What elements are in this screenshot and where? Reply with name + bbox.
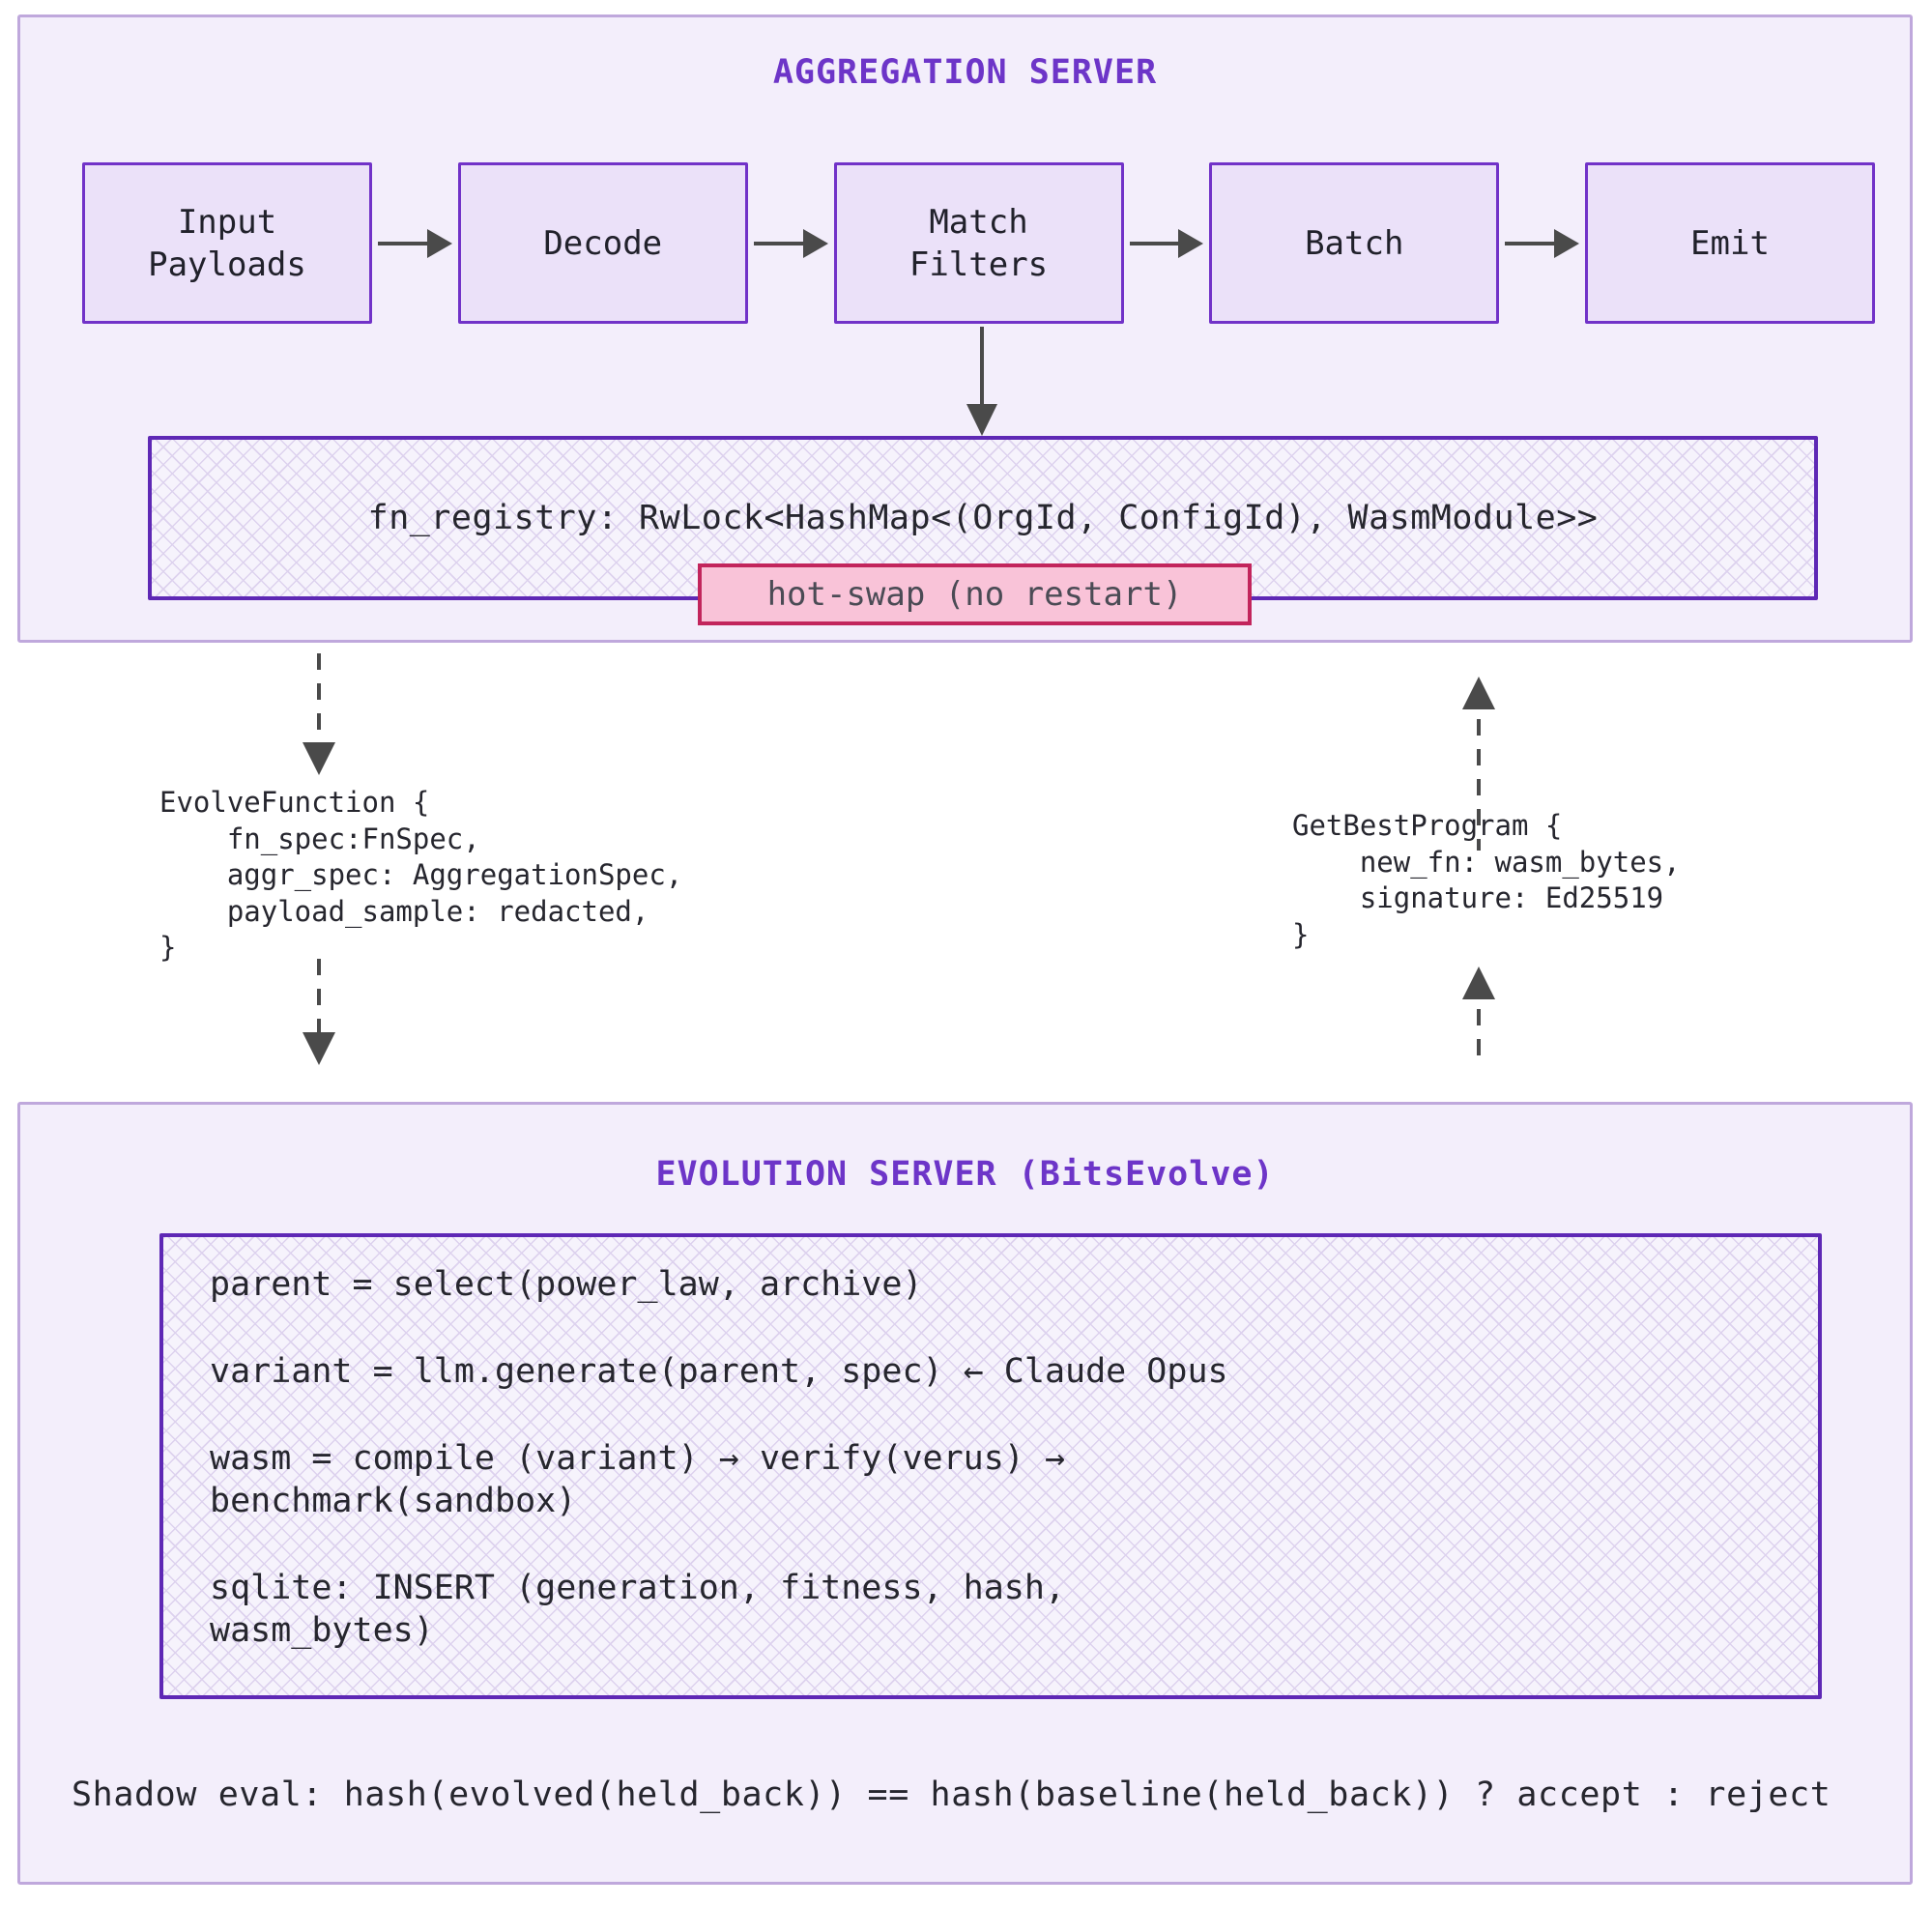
hot-swap-badge: hot-swap (no restart) bbox=[698, 563, 1252, 625]
arrow-down-icon bbox=[303, 1032, 335, 1065]
shadow-eval-note: Shadow eval: hash(evolved(held_back)) ==… bbox=[72, 1775, 1831, 1814]
aggregation-server-panel: AGGREGATION SERVER Input Payloads Decode… bbox=[17, 14, 1913, 643]
stage-batch: Batch bbox=[1209, 162, 1500, 324]
fn-registry-label: fn_registry: RwLock<HashMap<(OrgId, Conf… bbox=[367, 499, 1599, 537]
flow-arrow-1 bbox=[372, 228, 458, 258]
stage-decode: Decode bbox=[457, 162, 748, 324]
arrow-down-icon bbox=[966, 404, 997, 436]
arrow-right-icon bbox=[1554, 228, 1579, 258]
code-statement-compile-verify-benchmark: wasm = compile (variant) → verify(verus)… bbox=[210, 1439, 1066, 1520]
flow-arrow-3 bbox=[1124, 228, 1210, 258]
arrow-shaft bbox=[378, 241, 427, 245]
evolve-function-message: EvolveFunction { fn_spec:FnSpec, aggr_sp… bbox=[159, 786, 683, 964]
arrow-down-icon bbox=[303, 742, 335, 775]
code-statement-parent-select: parent = select(power_law, archive) bbox=[210, 1265, 923, 1304]
arrow-right-icon bbox=[802, 228, 828, 258]
stage-emit: Emit bbox=[1585, 162, 1875, 324]
arrow-right-icon bbox=[426, 228, 452, 258]
arrow-shaft bbox=[1505, 241, 1554, 245]
get-best-program-message: GetBestProgram { new_fn: wasm_bytes, sig… bbox=[1292, 809, 1681, 951]
arrow-up-icon bbox=[1462, 967, 1495, 999]
stage-input-payloads: Input Payloads bbox=[82, 162, 372, 324]
evolution-server-title: EVOLUTION SERVER (BitsEvolve) bbox=[655, 1155, 1275, 1194]
arrow-shaft bbox=[1129, 241, 1179, 245]
best-program-reply-arrow-upper bbox=[1477, 719, 1481, 851]
arrow-shaft bbox=[753, 241, 803, 245]
aggregation-server-title: AGGREGATION SERVER bbox=[772, 53, 1158, 92]
flow-arrow-4 bbox=[1499, 228, 1585, 258]
fn-registry-node: fn_registry: RwLock<HashMap<(OrgId, Conf… bbox=[148, 436, 1818, 600]
best-program-reply-arrow-lower bbox=[1477, 1009, 1481, 1067]
hot-swap-label: hot-swap (no restart) bbox=[766, 575, 1183, 614]
arrow-up-icon bbox=[1462, 677, 1495, 709]
evolve-request-arrow-lower bbox=[317, 959, 321, 1032]
match-filters-to-registry-arrow bbox=[980, 327, 984, 406]
stage-match-filters: Match Filters bbox=[833, 162, 1124, 324]
evolution-loop-code-block: parent = select(power_law, archive) vari… bbox=[159, 1233, 1822, 1699]
code-statement-sqlite-insert: sqlite: INSERT (generation, fitness, has… bbox=[210, 1569, 1066, 1650]
flow-arrow-2 bbox=[748, 228, 834, 258]
pipeline-row: Input Payloads Decode Match Filters Batc… bbox=[82, 162, 1875, 324]
evolve-request-arrow-upper bbox=[317, 653, 321, 740]
arrow-right-icon bbox=[1178, 228, 1204, 258]
code-statement-llm-generate: variant = llm.generate(parent, spec) ← C… bbox=[210, 1352, 1228, 1391]
evolution-server-panel: EVOLUTION SERVER (BitsEvolve) parent = s… bbox=[17, 1102, 1913, 1885]
